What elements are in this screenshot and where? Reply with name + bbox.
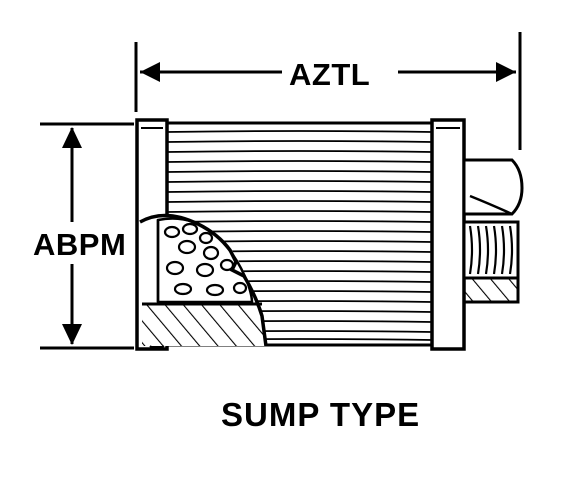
hatched-gasket	[142, 304, 264, 346]
width-dimension-label: AZTL	[286, 59, 374, 90]
width-dimension	[134, 32, 522, 150]
height-dimension-label: ABPM	[31, 225, 129, 264]
cutaway-section	[139, 213, 268, 350]
diagram-caption: SUMP TYPE	[221, 396, 421, 433]
break-line	[139, 213, 268, 347]
height-arrowhead-top	[62, 127, 82, 148]
filter-element	[135, 118, 524, 351]
outlet-fitting	[462, 158, 524, 304]
width-arrowhead-left	[140, 62, 160, 82]
height-dimension	[40, 122, 134, 350]
right-end-cap	[430, 118, 466, 351]
width-arrowhead-right	[496, 62, 516, 82]
height-arrowhead-bottom	[62, 324, 82, 345]
thread-marks	[468, 225, 514, 275]
perforation-holes	[163, 222, 248, 297]
